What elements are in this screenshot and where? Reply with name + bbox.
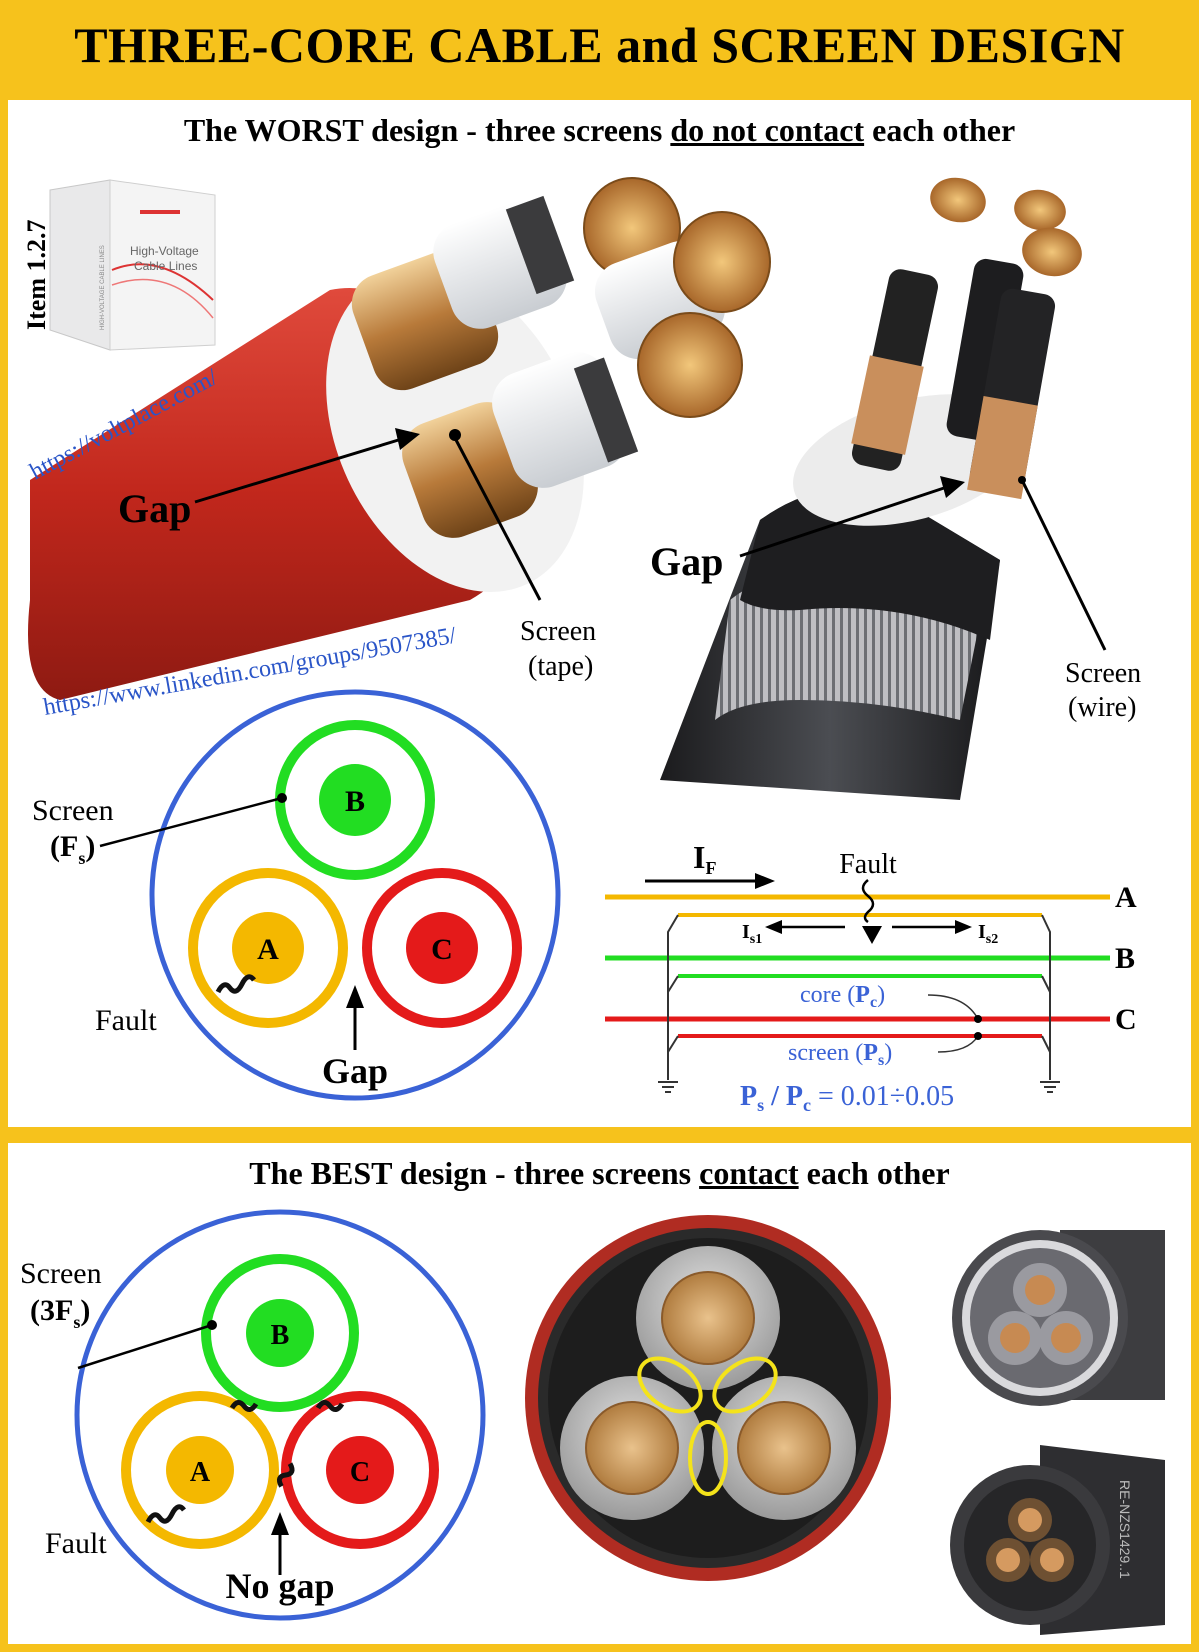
- is2-label: Is2: [978, 921, 998, 947]
- screen-wire-label-line1: Screen: [1065, 658, 1141, 689]
- screen-wire-label-line2: (wire): [1068, 692, 1136, 723]
- screen-tape-leader: [453, 437, 542, 601]
- screen-tape-label-line1: Screen: [520, 616, 596, 647]
- screen-leader: [99, 796, 283, 848]
- screen-b: [201, 1254, 359, 1412]
- core-pc-label: core (Pc): [800, 982, 885, 1011]
- contact-squiggle-bc: [315, 1400, 345, 1412]
- label-c: C: [1115, 1003, 1137, 1036]
- gap-arrowhead-left: [395, 428, 420, 450]
- worst-cross-section: B A C Screen (Fs) Fault Gap: [32, 689, 561, 1101]
- book-spine-text: HIGH-VOLTAGE CABLE LINES: [100, 245, 106, 330]
- fault-label: Fault: [95, 1004, 157, 1037]
- ratio-formula: Ps / Pc = 0.01÷0.05: [740, 1081, 954, 1115]
- phase-a-label: A: [190, 1457, 211, 1488]
- phase-b-label: B: [345, 785, 365, 818]
- fault-label: Fault: [45, 1527, 107, 1560]
- cable-marking-text: RE-NZS1429..1: [1117, 1480, 1133, 1579]
- circuit-fault-label: Fault: [839, 849, 897, 880]
- gap-arrow-left: [194, 436, 406, 504]
- label-b: B: [1115, 942, 1135, 975]
- gap-arrowhead-right: [940, 476, 965, 498]
- section-divider: [0, 1127, 1199, 1143]
- screen-ps-label: screen (Ps): [788, 1040, 892, 1069]
- fault-current-schematic: IF Fault Is1 Is2 A B C core (Pc) screen …: [605, 839, 1137, 1115]
- is1-label: Is1: [742, 921, 762, 947]
- book-title-line2: Cable Lines: [134, 259, 197, 273]
- phase-a-label: A: [257, 933, 279, 966]
- screen-leader: [77, 1323, 213, 1370]
- screen-tape-label-line2: (tape): [528, 651, 593, 682]
- wire-screen-cable-illustration: [660, 177, 1082, 800]
- if-label: IF: [693, 839, 716, 878]
- item-label: Item 1.2.7: [22, 220, 51, 330]
- contact-highlight-1: [637, 1356, 703, 1414]
- gap-label-right: Gap: [650, 539, 723, 584]
- gap-label-left: Gap: [118, 486, 191, 531]
- screen-wire-leader: [1020, 479, 1107, 651]
- screen-tape-pointer-dot: [449, 429, 461, 441]
- screen-fs-label: (Fs): [50, 830, 95, 868]
- screen-label: Screen: [20, 1257, 102, 1290]
- gap-label: Gap: [322, 1051, 388, 1091]
- contact-squiggle-ab: [229, 1400, 259, 1412]
- screen-c: [281, 1391, 439, 1549]
- phase-c-label: C: [431, 933, 453, 966]
- core-a: [232, 912, 304, 984]
- core-b: [246, 1299, 314, 1367]
- core-b: [319, 764, 391, 836]
- book-title-line1: High-Voltage: [130, 244, 199, 258]
- ground-symbol-left: [658, 1081, 678, 1093]
- cable-photo-top-right: [950, 1222, 1165, 1422]
- book-thumbnail: High-Voltage Cable Lines HIGH-VOLTAGE CA…: [49, 179, 216, 351]
- phase-c-label: C: [350, 1457, 370, 1488]
- screen-3fs-label: (3Fs): [30, 1294, 90, 1332]
- nogap-label: No gap: [225, 1566, 334, 1606]
- worst-heading: The WORST design - three screens do not …: [183, 112, 1016, 148]
- screen-a: [188, 868, 348, 1028]
- wire-core-3: [967, 227, 1082, 500]
- title-bar: [0, 0, 1199, 100]
- screen-label: Screen: [32, 794, 114, 827]
- outer-sheath-circle: [149, 689, 561, 1101]
- core-1: [351, 177, 681, 391]
- page-title: THREE-CORE CABLE and SCREEN DESIGN: [74, 17, 1125, 73]
- fault-bolt: [861, 879, 875, 924]
- label-a: A: [1115, 881, 1137, 914]
- screen-c: [362, 868, 522, 1028]
- screen-a: [121, 1391, 279, 1549]
- fault-squiggle: [145, 1504, 186, 1524]
- contact-squiggle-ac: [276, 1462, 295, 1488]
- tape-screen-cable-illustration: [28, 177, 771, 700]
- phase-b-label: B: [271, 1320, 290, 1351]
- cable-cross-section-photo: [525, 1215, 891, 1581]
- core-c: [326, 1436, 394, 1504]
- ground-symbol-right: [1040, 1081, 1060, 1093]
- wire-core-1: [851, 177, 986, 471]
- outer-sheath-circle: [74, 1209, 486, 1621]
- best-heading: The BEST design - three screens contact …: [249, 1155, 950, 1191]
- contact-highlight-3: [688, 1420, 728, 1496]
- gap-arrow-right: [739, 484, 951, 558]
- best-cross-section: B A C Screen (3Fs) Fault No gap: [20, 1209, 486, 1621]
- core-c: [406, 912, 478, 984]
- core-3: [402, 312, 743, 538]
- cable-photo-bottom-right: RE-NZS1429..1: [950, 1440, 1165, 1640]
- fault-squiggle: [215, 974, 256, 994]
- core-a: [166, 1436, 234, 1504]
- contact-highlight-2: [712, 1356, 778, 1414]
